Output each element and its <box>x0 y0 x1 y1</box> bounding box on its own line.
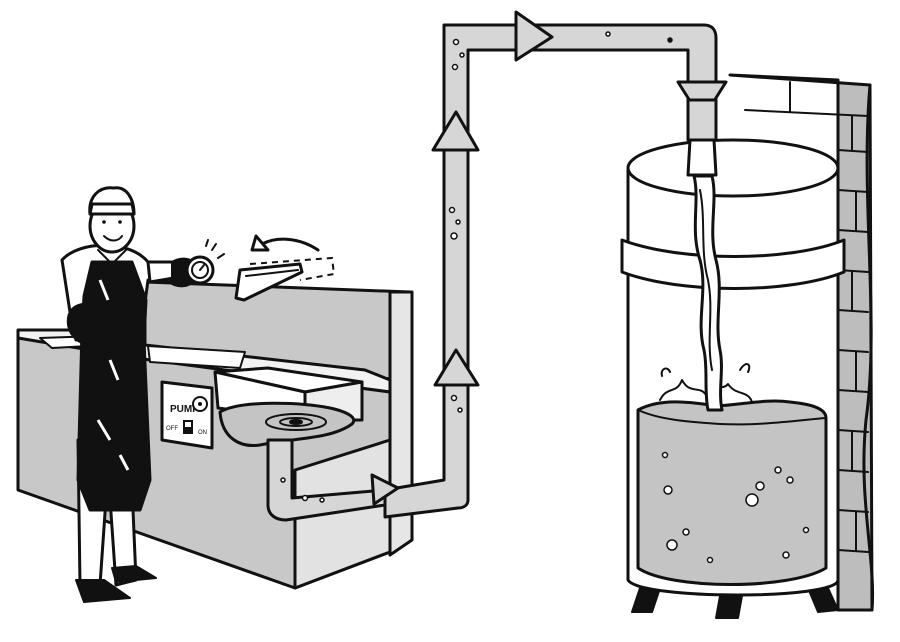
pipe-bubbles <box>280 31 673 503</box>
brick-wall <box>728 73 875 612</box>
left-shoe <box>75 579 131 603</box>
pump-control-panel: PUMP OFF ON <box>160 380 214 450</box>
flow-arrow-right-low <box>370 473 400 506</box>
right-shoe <box>111 565 157 583</box>
pump-on-label: ON <box>198 430 207 436</box>
stopwatch-icon <box>185 239 225 285</box>
tank-inlet-stream <box>686 98 724 412</box>
worker <box>60 186 199 603</box>
lid-swing-indicator <box>234 234 336 302</box>
black-apron <box>76 260 152 512</box>
flow-arrow-right-top <box>514 10 554 62</box>
left-glove <box>66 302 137 348</box>
pump-label: PUMP <box>170 404 199 415</box>
pump-off-label: OFF <box>166 426 178 432</box>
safety-goggles <box>88 202 136 216</box>
flow-arrow-up-low <box>433 348 480 387</box>
storage-tank <box>620 138 846 619</box>
curved-arrow-icon <box>260 237 320 252</box>
flow-arrow-up-high <box>431 110 480 152</box>
